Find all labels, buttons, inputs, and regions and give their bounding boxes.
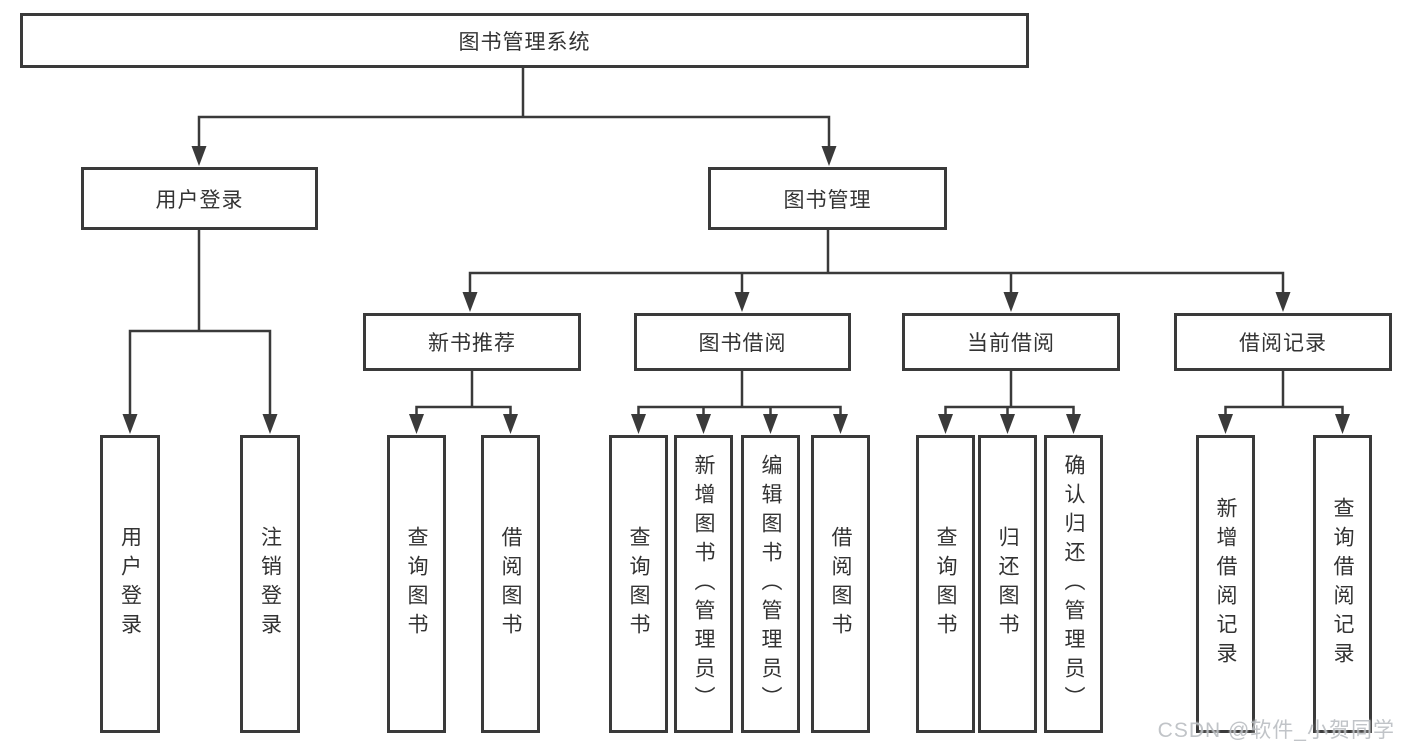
connector-new-book-to-leaves [409,369,518,434]
node-root: 图书管理系统 [20,13,1029,68]
node-book-borrow: 图书借阅 [634,313,851,371]
connector-book-management-to-level3 [462,228,1291,312]
node-root-label: 图书管理系统 [458,30,591,54]
arrowhead [122,414,138,434]
leaf-add-borrow-record-label: 新增借阅记录 [1214,497,1237,671]
leaf-query-book-current-label: 查询图书 [934,526,957,642]
arrowhead [1003,292,1019,312]
arrowhead [833,414,848,434]
connector-root-to-level2 [191,66,837,166]
node-borrow-record-label: 借阅记录 [1239,332,1327,355]
leaf-query-book-newbook-label: 查询图书 [405,526,428,642]
leaf-return-book: 归还图书 [978,435,1037,733]
arrowhead [1218,414,1233,434]
watermark: CSDN @软件_小贺同学 [1157,719,1395,742]
leaf-query-book-current: 查询图书 [916,435,975,733]
node-book-management-label: 图书管理 [783,188,872,212]
leaf-query-borrow-record: 查询借阅记录 [1313,435,1372,733]
leaf-query-book-newbook: 查询图书 [387,435,446,733]
node-new-book-recommend: 新书推荐 [363,313,581,371]
arrowhead [1066,414,1081,434]
leaf-user-login: 用户登录 [100,435,160,733]
leaf-borrow-book-newbook: 借阅图书 [481,435,540,733]
connector-borrow-record-to-leaves [1218,369,1350,434]
node-current-borrow-label: 当前借阅 [967,332,1055,355]
leaf-user-login-label: 用户登录 [118,526,142,642]
arrowhead [631,414,646,434]
leaf-borrow-book-borrow-label: 借阅图书 [829,526,852,642]
arrowhead [191,146,207,166]
arrowhead [462,292,478,312]
arrowhead [262,414,278,434]
node-new-book-recommend-label: 新书推荐 [428,332,516,355]
leaf-confirm-return-admin: 确认归还（管理员） [1044,435,1103,733]
leaf-borrow-book-borrow: 借阅图书 [811,435,870,733]
arrowhead [763,414,778,434]
leaf-add-borrow-record: 新增借阅记录 [1196,435,1255,733]
node-user-login-label: 用户登录 [155,188,244,212]
node-current-borrow: 当前借阅 [902,313,1120,371]
node-user-login: 用户登录 [81,167,318,230]
leaf-query-borrow-record-label: 查询借阅记录 [1331,497,1354,671]
node-book-management: 图书管理 [708,167,947,230]
leaf-logout-login: 注销登录 [240,435,300,733]
leaf-edit-book-admin-label: 编辑图书（管理员） [759,453,782,715]
leaf-return-book-label: 归还图书 [996,526,1019,642]
arrowhead [734,292,750,312]
arrowhead [938,414,953,434]
leaf-borrow-book-newbook-label: 借阅图书 [499,526,522,642]
arrowhead [503,414,518,434]
connector-current-borrow-to-leaves [938,369,1081,434]
connector-book-borrow-to-leaves [631,369,848,434]
arrowhead [696,414,711,434]
node-borrow-record: 借阅记录 [1174,313,1392,371]
arrowhead [1275,292,1291,312]
leaf-logout-login-label: 注销登录 [258,526,282,642]
leaf-confirm-return-admin-label: 确认归还（管理员） [1062,453,1085,715]
leaf-add-book-admin-label: 新增图书（管理员） [692,453,715,715]
leaf-edit-book-admin: 编辑图书（管理员） [741,435,800,733]
leaf-add-book-admin: 新增图书（管理员） [674,435,733,733]
leaf-query-book-borrow-label: 查询图书 [627,526,650,642]
arrowhead [1000,414,1015,434]
node-book-borrow-label: 图书借阅 [698,332,787,355]
arrowhead [821,146,837,166]
leaf-query-book-borrow: 查询图书 [609,435,668,733]
connector-user-login-to-leaves [122,228,278,434]
arrowhead [409,414,424,434]
arrowhead [1335,414,1350,434]
